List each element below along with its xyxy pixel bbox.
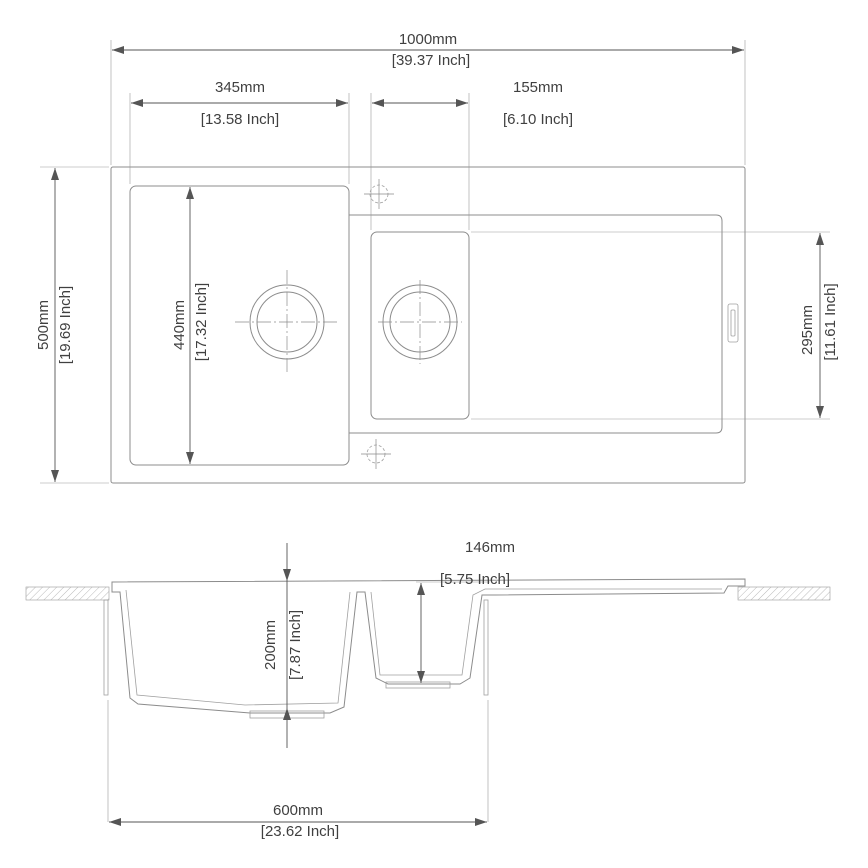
label-main-bowl-depth-mm: 440mm: [171, 300, 188, 350]
main-drain: [235, 270, 339, 374]
label-cabinet-width-inch: [23.62 Inch]: [261, 823, 339, 840]
label-overall-depth-mm: 500mm: [35, 300, 52, 350]
label-main-bowl-width-mm: 345mm: [215, 79, 265, 96]
sink-profile-outer: [111, 578, 746, 714]
tap-hole-top: [364, 179, 394, 209]
label-small-bowl-width-mm: 155mm: [513, 79, 563, 96]
side-view: 146mm [5.75 Inch] 200mm [7.87 Inch] 600m…: [25, 539, 831, 840]
sink-outline: [110, 166, 746, 484]
small-drain-flange: [385, 681, 451, 689]
cabinet-wall-right: [483, 599, 489, 696]
main-bowl: [129, 185, 350, 466]
sink-profile-inner: [125, 588, 722, 706]
countertop-left: [25, 586, 110, 601]
small-drain: [378, 280, 462, 364]
label-small-bowl-depth-mm: 295mm: [799, 305, 816, 355]
tap-hole-bottom: [361, 439, 391, 469]
label-overall-width-mm: 1000mm: [399, 31, 457, 48]
countertop-right: [737, 586, 831, 601]
label-cabinet-width-mm: 600mm: [273, 802, 323, 819]
drainer-area: [348, 208, 723, 440]
cabinet-wall-left: [103, 599, 109, 696]
label-small-bowl-width-inch: [6.10 Inch]: [503, 111, 573, 128]
label-main-bowl-height-inch: [7.87 Inch]: [287, 610, 304, 680]
label-main-bowl-height-mm: 200mm: [262, 620, 279, 670]
label-small-bowl-height-inch: [5.75 Inch]: [440, 571, 510, 588]
label-overall-depth-inch: [19.69 Inch]: [57, 286, 74, 364]
label-small-bowl-height-mm: 146mm: [465, 539, 515, 556]
top-view: 1000mm [39.37 Inch] 345mm [13.58 Inch] 1…: [35, 31, 839, 484]
label-small-bowl-depth-inch: [11.61 Inch]: [822, 283, 839, 360]
overflow-slot-inner: [730, 309, 736, 337]
label-main-bowl-depth-inch: [17.32 Inch]: [193, 283, 210, 361]
label-overall-width-inch: [39.37 Inch]: [392, 52, 470, 69]
label-main-bowl-width-inch: [13.58 Inch]: [201, 111, 279, 128]
small-bowl: [370, 231, 470, 420]
overflow-slot: [727, 303, 739, 343]
